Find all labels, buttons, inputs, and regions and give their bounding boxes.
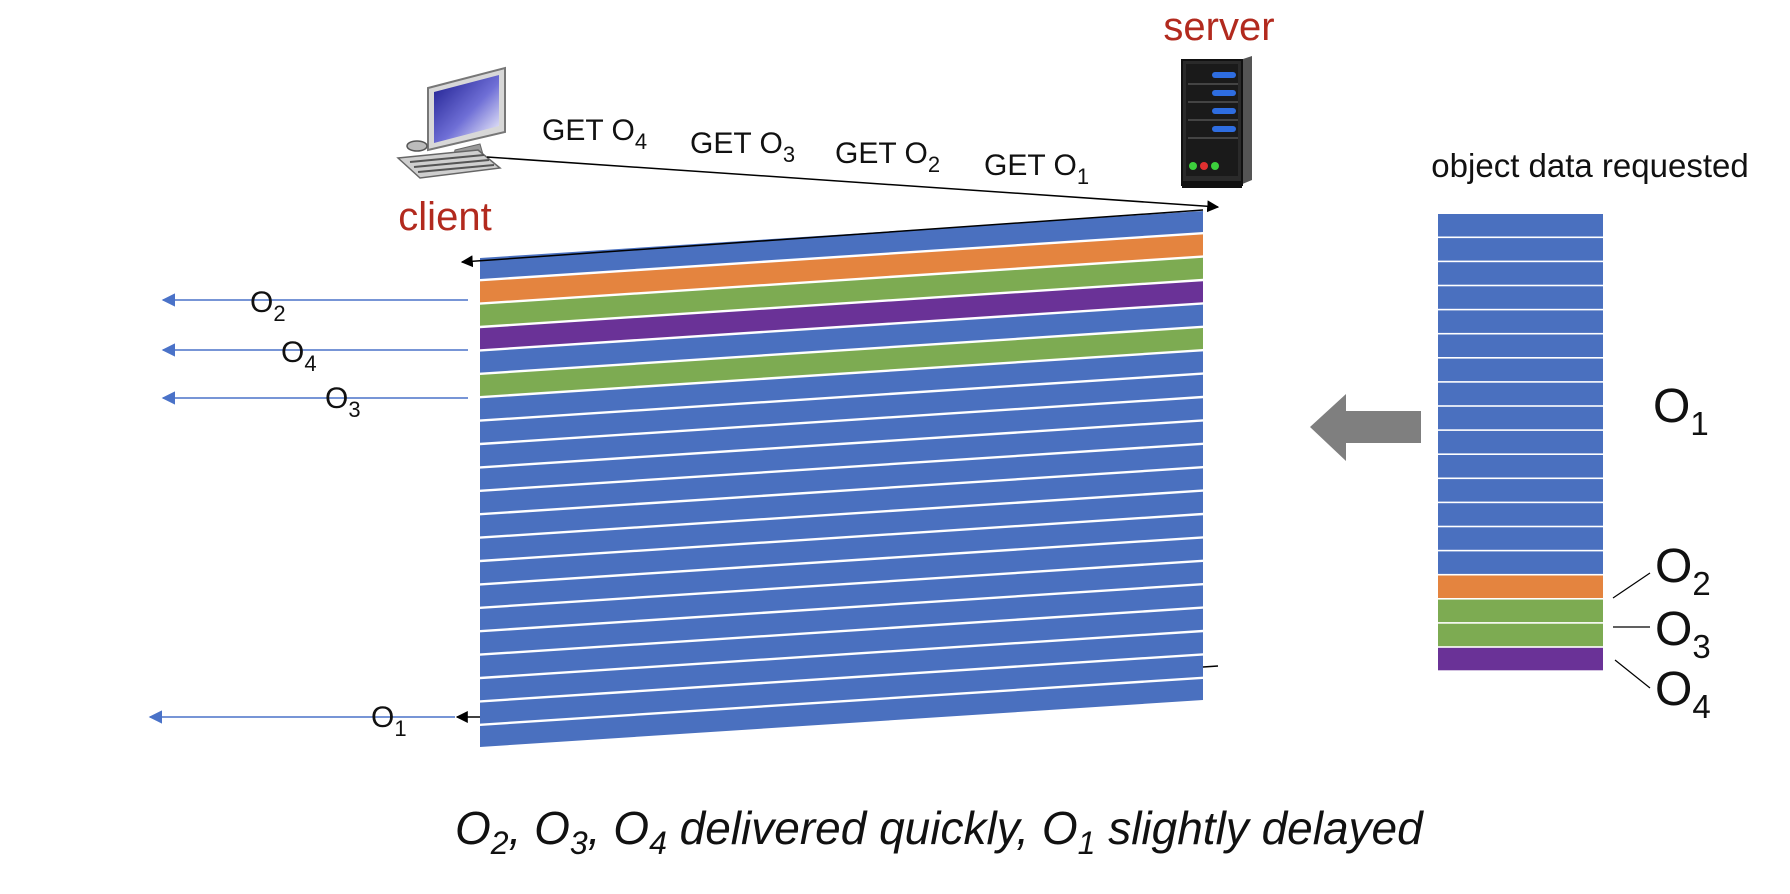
stack-block-o1 bbox=[1438, 334, 1603, 357]
delivery-label-o4: O4 bbox=[281, 336, 317, 376]
response-band-o1 bbox=[480, 538, 1203, 607]
stack-block-o4 bbox=[1438, 647, 1603, 671]
response-band-o1 bbox=[480, 211, 1203, 279]
stack-block-o1 bbox=[1438, 358, 1603, 382]
request-label: GET O1 bbox=[984, 149, 1089, 189]
object-data-stack bbox=[1438, 214, 1603, 671]
response-band-o1 bbox=[480, 351, 1203, 420]
stack-block-o1 bbox=[1438, 382, 1603, 406]
gray-left-arrow bbox=[1310, 394, 1421, 461]
stack-block-o1 bbox=[1438, 455, 1603, 478]
request-label: GET O4 bbox=[542, 114, 647, 154]
caption: O2, O3, O4 delivered quickly, O1 slightl… bbox=[455, 802, 1424, 861]
stack-block-o3 bbox=[1438, 599, 1603, 623]
response-first-arrow bbox=[460, 209, 1204, 268]
delivery-arrows bbox=[148, 293, 468, 724]
response-band-o1 bbox=[480, 374, 1203, 443]
server-label: server bbox=[1163, 5, 1274, 49]
leader-line-o4 bbox=[1614, 659, 1651, 689]
stack-label-o2: O2 bbox=[1655, 540, 1711, 602]
stack-block-o1 bbox=[1438, 262, 1603, 285]
stack-block-o1 bbox=[1438, 310, 1603, 333]
delivery-label-o2: O2 bbox=[250, 286, 286, 326]
response-band-o4 bbox=[480, 281, 1203, 350]
delivery-label-o3: O3 bbox=[325, 382, 361, 422]
response-band-o1 bbox=[480, 679, 1203, 747]
stack-block-o2 bbox=[1438, 575, 1603, 598]
response-band-o1 bbox=[480, 421, 1203, 490]
response-band-o1 bbox=[480, 515, 1203, 584]
stack-block-o1 bbox=[1438, 214, 1603, 237]
stack-block-o1 bbox=[1438, 406, 1603, 430]
stack-block-o1 bbox=[1438, 551, 1603, 574]
response-band-o2 bbox=[480, 234, 1203, 303]
response-band-o1 bbox=[480, 608, 1203, 677]
response-band-o1 bbox=[480, 445, 1203, 513]
request-labels: GET O4 GET O3 GET O2 GET O1 bbox=[542, 114, 1089, 189]
stack-block-o1 bbox=[1438, 479, 1603, 502]
response-band-o1 bbox=[480, 304, 1203, 373]
stack-block-o3 bbox=[1438, 623, 1603, 647]
client-label: client bbox=[398, 195, 491, 239]
stack-label-o3: O3 bbox=[1655, 603, 1711, 665]
response-bands bbox=[480, 211, 1203, 747]
stack-block-o1 bbox=[1438, 503, 1603, 526]
response-band-o1 bbox=[480, 655, 1203, 724]
response-band-o1 bbox=[480, 562, 1203, 630]
request-line bbox=[486, 156, 1220, 213]
response-band-o1 bbox=[480, 468, 1203, 537]
stack-header: object data requested bbox=[1431, 147, 1748, 184]
stack-labels: O1 O2 O3 O4 bbox=[1612, 380, 1711, 725]
response-band-o1 bbox=[480, 398, 1203, 467]
request-label: GET O2 bbox=[835, 137, 940, 177]
stack-block-o1 bbox=[1438, 430, 1603, 454]
delivery-labels: O2 O4 O3 O1 bbox=[250, 286, 407, 741]
stack-label-o4: O4 bbox=[1655, 663, 1711, 725]
response-band-o1 bbox=[480, 585, 1203, 654]
client-computer-icon bbox=[396, 66, 506, 179]
leader-line-o2 bbox=[1612, 572, 1651, 599]
response-band-o3 bbox=[480, 328, 1203, 396]
response-band-o3 bbox=[480, 257, 1203, 326]
response-band-o1 bbox=[480, 632, 1203, 701]
stack-block-o1 bbox=[1438, 238, 1603, 261]
delivery-label-o1: O1 bbox=[371, 701, 407, 741]
stack-block-o1 bbox=[1438, 286, 1603, 309]
response-end-tick bbox=[1202, 665, 1219, 668]
server-icon bbox=[1181, 56, 1252, 188]
stack-label-o1: O1 bbox=[1653, 380, 1709, 442]
request-label: GET O3 bbox=[690, 127, 795, 167]
response-band-o1 bbox=[480, 491, 1203, 560]
stack-block-o1 bbox=[1438, 527, 1603, 550]
